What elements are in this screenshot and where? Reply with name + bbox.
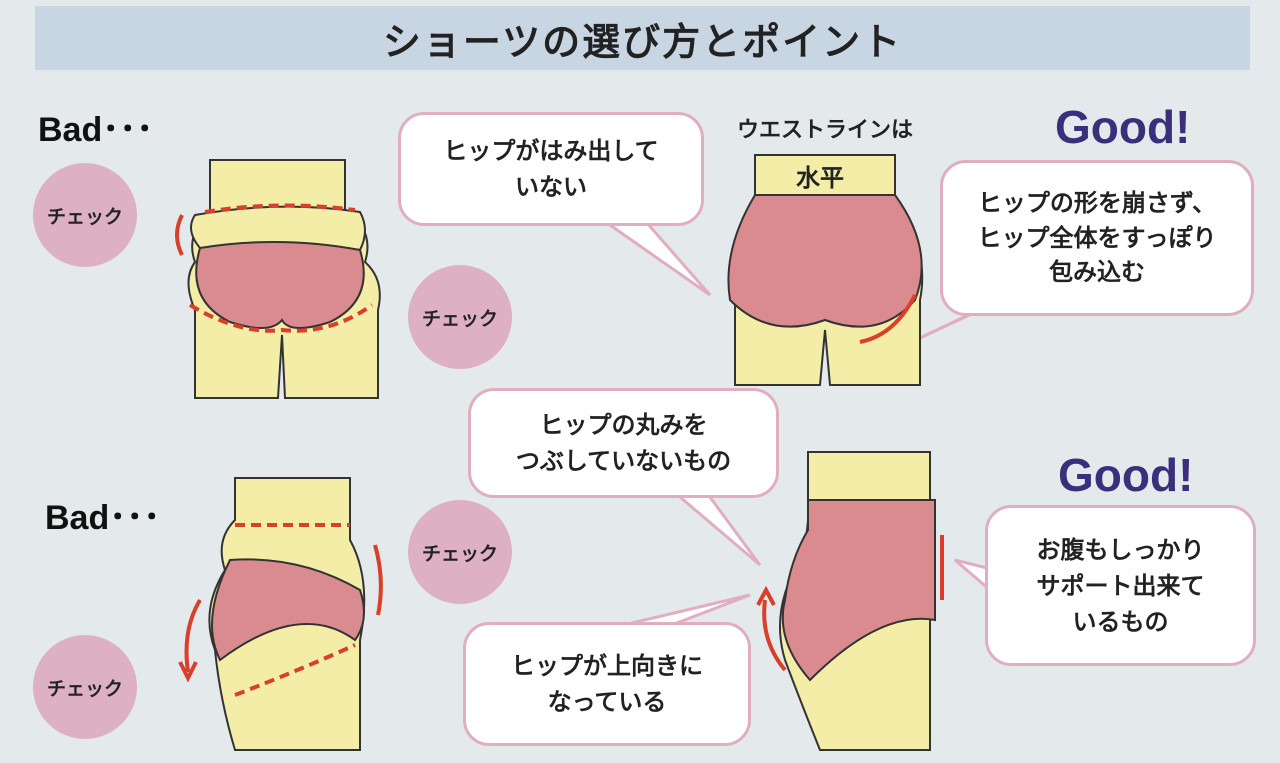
bubble-line: ヒップ全体をすっぽり bbox=[977, 223, 1217, 252]
figure-good-side bbox=[756, 451, 944, 751]
figure-bad-back bbox=[175, 159, 381, 399]
bubble-line: ヒップの丸みを bbox=[539, 411, 708, 439]
speech-bubble-hip-roundness: ヒップの丸みを つぶしていないもの bbox=[468, 388, 779, 498]
speech-bubble-hip-not-sticking-out: ヒップがはみ出して いない bbox=[398, 112, 704, 226]
bubble-line: ヒップがはみ出して bbox=[443, 137, 659, 165]
speech-bubble-wrap-hip: ヒップの形を崩さず、 ヒップ全体をすっぽり 包み込む bbox=[940, 160, 1254, 316]
bubble-line: いない bbox=[515, 173, 587, 201]
horizontal-label: 水平 bbox=[796, 164, 844, 192]
waistline-label: ウエストラインは bbox=[736, 118, 913, 143]
bubble-line: いるもの bbox=[1072, 607, 1169, 636]
bubble-line: つぶしていないもの bbox=[515, 447, 732, 475]
bubble-line: 包み込む bbox=[1049, 258, 1145, 287]
bad-label-top: Bad･･･ bbox=[38, 111, 154, 149]
check-badge: チェック bbox=[33, 163, 137, 267]
good-label-top: Good! bbox=[1055, 101, 1191, 153]
figure-bad-side bbox=[178, 477, 383, 751]
figure-good-back bbox=[727, 154, 924, 386]
bubble-line: なっている bbox=[547, 688, 667, 716]
bad-label-bottom: Bad･･･ bbox=[45, 499, 161, 537]
speech-bubble-hip-lifted: ヒップが上向きに なっている bbox=[463, 622, 751, 746]
check-badge: チェック bbox=[408, 265, 512, 369]
speech-bubble-tummy-support: お腹もしっかり サポート出来て いるもの bbox=[985, 505, 1256, 666]
bubble-line: ヒップが上向きに bbox=[511, 652, 703, 680]
bubble-line: サポート出来て bbox=[1036, 571, 1205, 600]
bubble-line: お腹もしっかり bbox=[1036, 535, 1205, 564]
page-title: ショーツの選び方とポイント bbox=[35, 6, 1250, 70]
bubble-line: ヒップの形を崩さず、 bbox=[977, 188, 1217, 217]
check-badge: チェック bbox=[33, 635, 137, 739]
good-label-bottom: Good! bbox=[1058, 449, 1194, 501]
check-badge: チェック bbox=[408, 500, 512, 604]
